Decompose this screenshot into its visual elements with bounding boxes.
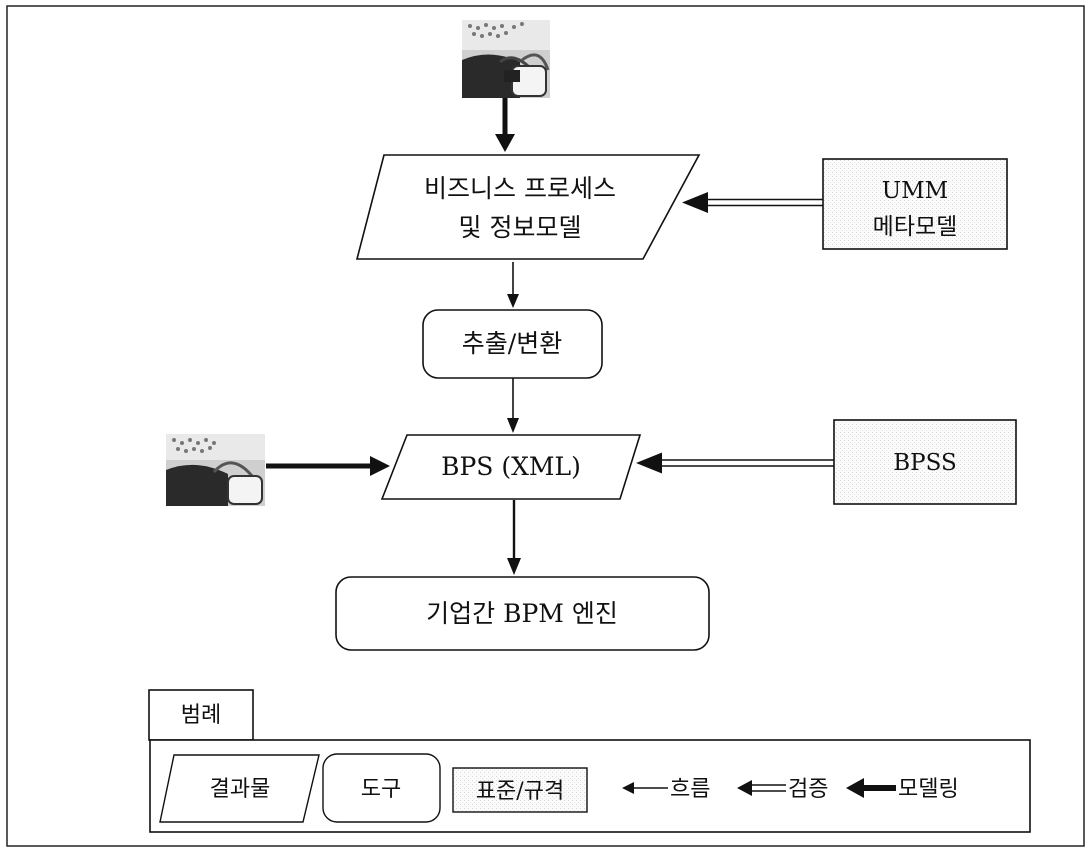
flow-arrow xyxy=(507,262,519,308)
legend-title-tab xyxy=(148,689,254,741)
business-process-node: 비즈니스 프로세스 및 정보모델 xyxy=(355,154,701,260)
legend: 범례 결과물 도구 표준/규격 흐름 검증 xyxy=(148,689,1031,833)
legend-title: 범례 xyxy=(181,703,221,728)
legend-standard-item: 표준/규격 xyxy=(452,767,588,813)
bpss-standard-node: BPSS xyxy=(833,419,1017,505)
business-process-label-line2: 및 정보모델 xyxy=(459,213,582,242)
bpm-engine-label: 기업간 BPM 엔진 xyxy=(426,599,618,628)
modeling-arrow xyxy=(266,456,390,476)
extract-transform-label: 추출/변환 xyxy=(462,329,562,358)
legend-verify-label: 검증 xyxy=(788,777,828,802)
umm-standard-node: UMM 메타모델 xyxy=(822,158,1008,250)
legend-result-label: 결과물 xyxy=(210,777,271,802)
verification-arrow xyxy=(636,452,834,474)
legend-result-item: 결과물 xyxy=(159,754,320,823)
flow-arrow xyxy=(507,500,521,575)
verification-arrow xyxy=(682,192,823,213)
umm-label-line1: UMM xyxy=(882,178,948,204)
modeling-arrow xyxy=(495,98,515,152)
bps-xml-node: BPS (XML) xyxy=(380,434,642,500)
bps-xml-label: BPS (XML) xyxy=(441,452,581,481)
modeler-photo-icon xyxy=(462,20,550,98)
legend-flow-label: 흐름 xyxy=(670,777,710,802)
legend-tool-label: 도구 xyxy=(361,777,401,802)
legend-model-item: 모델링 xyxy=(846,777,959,802)
legend-flow-item: 흐름 xyxy=(622,777,710,802)
flow-arrow xyxy=(507,378,519,433)
legend-tool-item: 도구 xyxy=(322,753,441,823)
business-process-label-line1: 비즈니스 프로세스 xyxy=(424,174,616,203)
modeler-photo-icon xyxy=(166,434,265,506)
extract-transform-node: 추출/변환 xyxy=(422,309,603,379)
legend-standard-label: 표준/규격 xyxy=(476,779,564,804)
bpss-label: BPSS xyxy=(893,450,957,476)
page-border xyxy=(6,5,1085,847)
legend-model-label: 모델링 xyxy=(898,777,959,802)
umm-label-line2: 메타모델 xyxy=(873,214,958,240)
legend-verify-item: 검증 xyxy=(737,777,828,802)
bpm-engine-node: 기업간 BPM 엔진 xyxy=(335,576,710,651)
